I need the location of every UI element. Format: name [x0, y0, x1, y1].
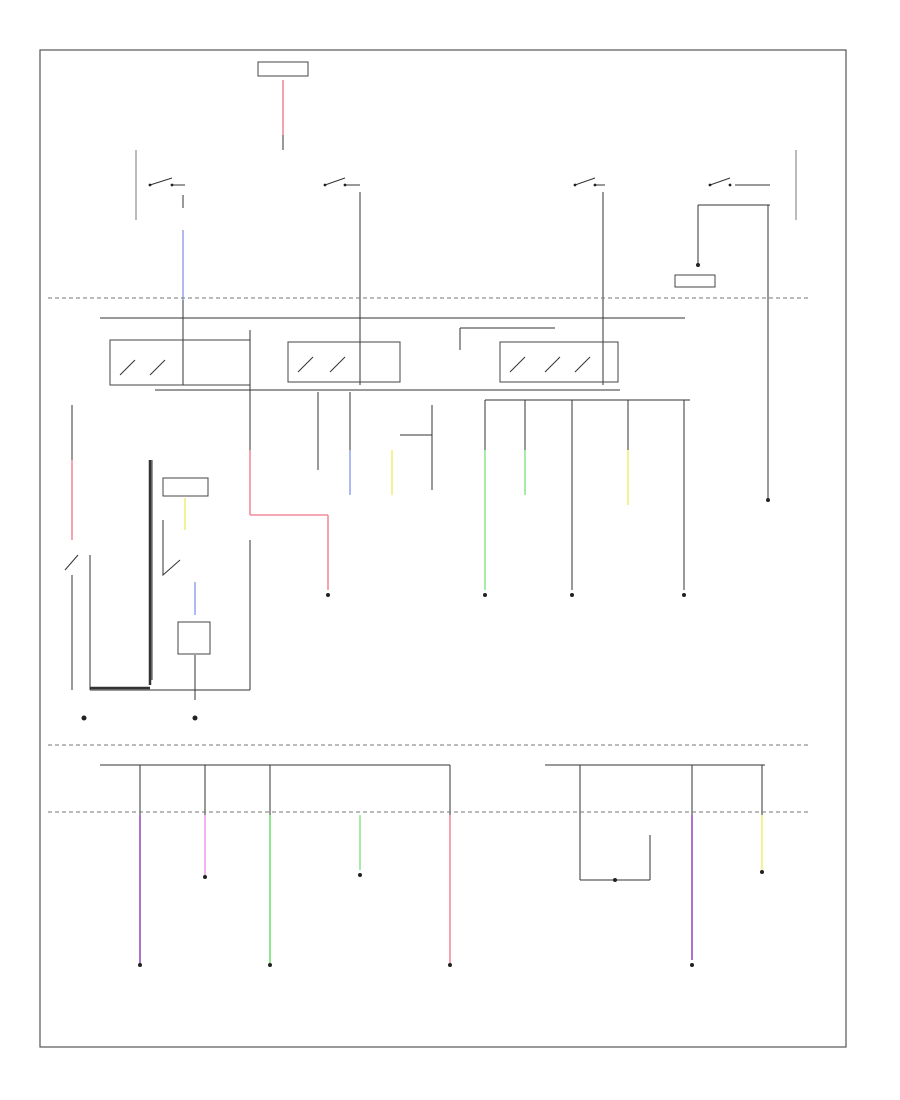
- relay-box-2: [287, 341, 401, 383]
- bottom-wires: [138, 815, 764, 967]
- relay-box-3: [499, 341, 619, 383]
- top-source: [257, 61, 309, 150]
- main-bus: [100, 300, 769, 420]
- ignition-switch-1: [135, 150, 185, 300]
- left-ground-section: [64, 460, 251, 721]
- ignition-switch-4: [674, 150, 797, 300]
- relay-box-1: [109, 339, 251, 386]
- bottom-bus: [100, 764, 765, 815]
- diagram-frame: [39, 49, 847, 1048]
- fuse-columns-row-1: [71, 330, 770, 597]
- ignition-switch-2: [323, 177, 361, 300]
- ignition-switch-3: [573, 177, 605, 300]
